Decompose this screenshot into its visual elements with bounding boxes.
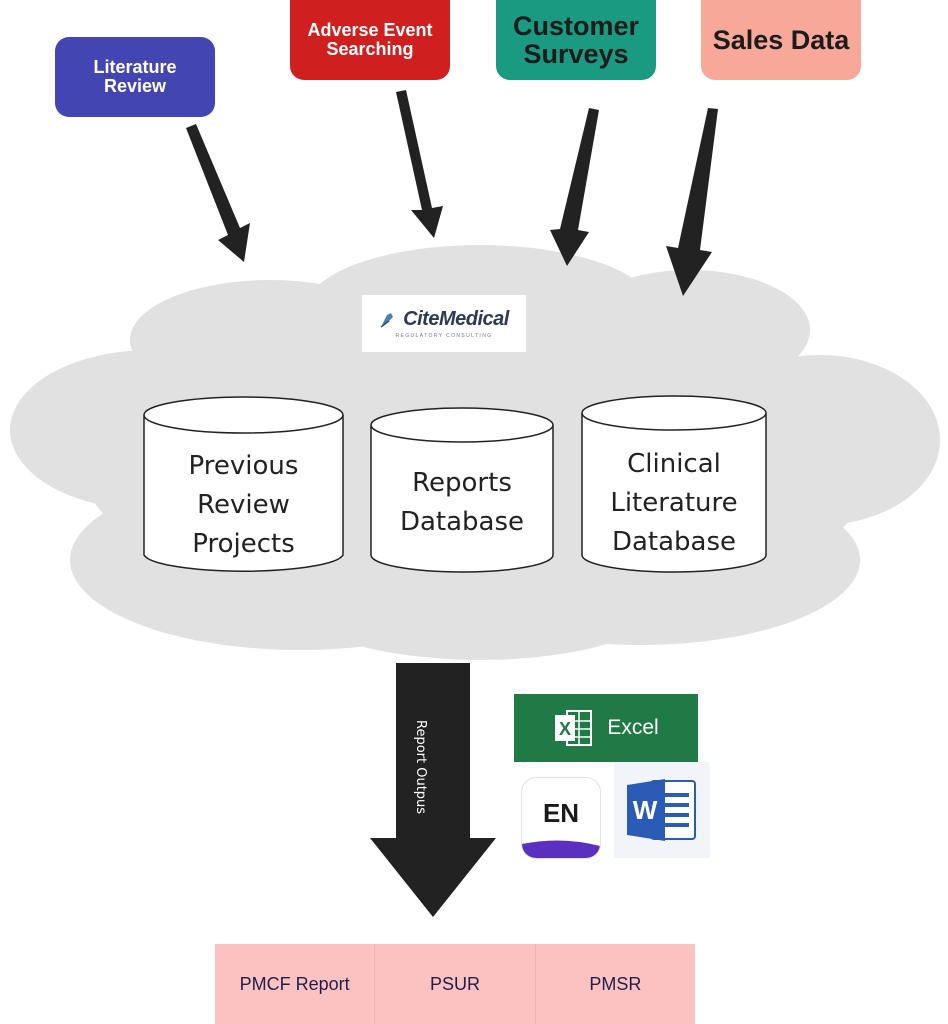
excel-label: Excel: [607, 716, 659, 739]
logo-tagline: REGULATORY CONSULTING: [395, 333, 493, 339]
arrow-customer-surveys: [550, 108, 599, 266]
arrow-adverse-event: [396, 90, 443, 238]
output-psur: PSUR: [375, 944, 536, 1024]
report-output-arrow: [370, 663, 496, 917]
source-sales-data-label: Sales Data: [712, 24, 850, 55]
svg-text:X: X: [559, 719, 571, 739]
endnote-icon: EN: [522, 778, 600, 858]
excel-icon: X: [555, 710, 593, 746]
arrow-literature-review: [186, 124, 250, 262]
excel-tile: X Excel: [514, 694, 698, 762]
output-psur-label: PSUR: [429, 973, 480, 994]
output-pmsr: PMSR: [535, 944, 695, 1024]
source-literature-review: Literature Review: [55, 37, 215, 117]
source-sales-data: Sales Data: [701, 0, 861, 80]
endnote-swoosh: [522, 840, 600, 858]
output-pmcf-report: PMCF Report: [215, 944, 376, 1024]
report-output-arrow-label: Report Outpus: [413, 720, 428, 815]
database-label-previous: Previous Review Projects: [188, 450, 299, 559]
word-icon: W: [627, 779, 696, 841]
output-pmcf-label: PMCF Report: [239, 973, 350, 994]
source-adverse-event-label: Adverse Event Searching: [307, 20, 433, 59]
citemedical-logo: CiteMedical REGULATORY CONSULTING: [362, 295, 526, 352]
output-reports: PMCF Report PSUR PMSR: [215, 944, 695, 1024]
input-arrows: [186, 90, 718, 296]
database-label-clinical: Clinical Literature Database: [610, 448, 738, 557]
source-adverse-event-searching: Adverse Event Searching: [290, 0, 450, 80]
logo-name: CiteMedical: [403, 308, 509, 330]
source-customer-surveys: Customer Surveys: [496, 0, 656, 80]
svg-text:W: W: [633, 795, 658, 825]
output-pmsr-label: PMSR: [589, 973, 642, 994]
source-customer-surveys-label: Customer Surveys: [512, 10, 640, 69]
source-literature-review-label: Literature Review: [93, 57, 177, 96]
database-cylinder-reports: [370, 407, 554, 573]
database-label-reports: Reports Database: [399, 468, 525, 537]
pen-nib-icon: [380, 312, 394, 327]
database-cylinder-previous: [143, 396, 344, 572]
endnote-label: EN: [542, 798, 580, 828]
database-cylinder-clinical: [581, 395, 767, 573]
arrow-sales-data: [666, 108, 718, 296]
word-tile: W: [614, 762, 710, 858]
